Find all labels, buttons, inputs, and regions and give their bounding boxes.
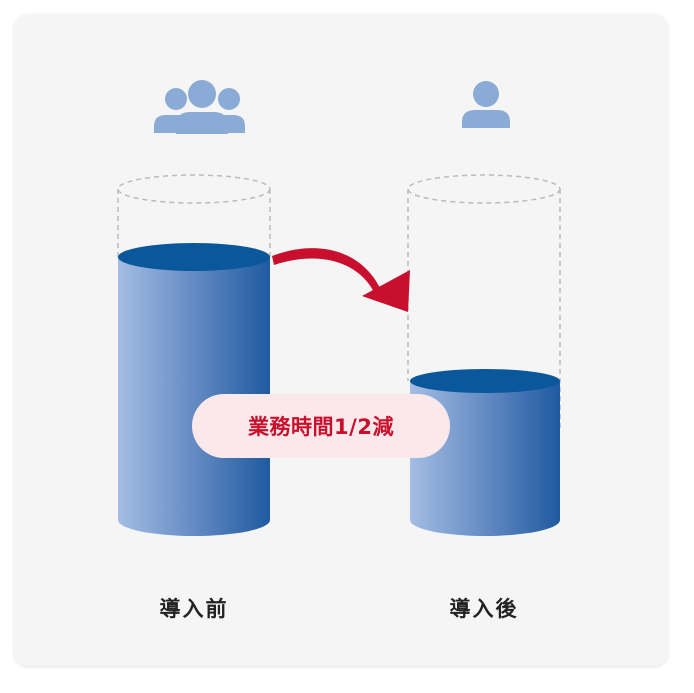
single-person-icon (462, 81, 510, 128)
reduction-badge-text: 業務時間1/2減 (248, 415, 394, 439)
group-people-icon (154, 80, 245, 134)
reduction-badge: 業務時間1/2減 (192, 394, 450, 458)
after-label: 導入後 (449, 597, 519, 621)
before-label: 導入前 (159, 597, 229, 621)
before-cylinder (118, 243, 270, 536)
reduction-arrow (272, 248, 410, 312)
before-cylinder-outline (117, 174, 271, 257)
